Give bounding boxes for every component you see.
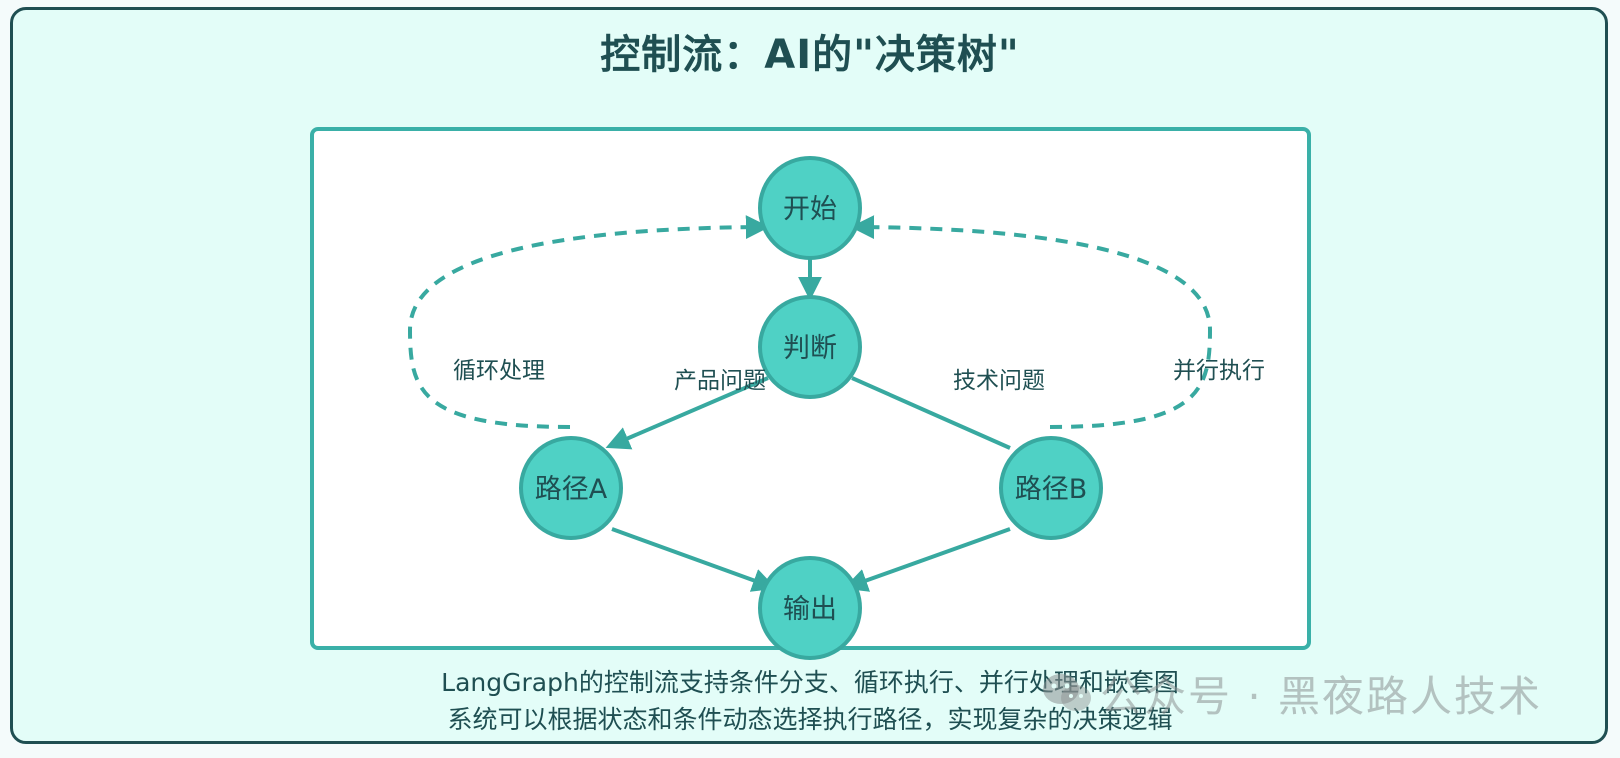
node-path-a-label: 路径A — [535, 474, 608, 505]
node-judge-label: 判断 — [783, 333, 837, 364]
node-output: 输出 — [758, 556, 862, 660]
edge-judge-path-a — [605, 376, 769, 450]
edge-parallel — [850, 215, 1213, 429]
caption-line-1: LangGraph的控制流支持条件分支、循环执行、并行处理和嵌套图 — [441, 668, 1179, 697]
node-start-label: 开始 — [783, 194, 837, 225]
edge-label-tech: 技术问题 — [953, 368, 1045, 394]
edge-judge-path-b — [851, 376, 1011, 450]
node-output-label: 输出 — [783, 594, 837, 625]
page-title: 控制流：AI的"决策树" — [600, 32, 1020, 78]
edge-path-a-output — [611, 527, 777, 592]
edge-label-parallel: 并行执行 — [1173, 358, 1265, 384]
edge-loop — [407, 215, 770, 429]
node-path-a: 路径A — [519, 436, 623, 540]
node-path-b-label: 路径B — [1015, 474, 1088, 505]
edge-label-product: 产品问题 — [674, 368, 766, 394]
caption-line-2: 系统可以根据状态和条件动态选择执行路径，实现复杂的决策逻辑 — [447, 705, 1173, 734]
node-start: 开始 — [758, 156, 862, 260]
edge-path-b-output — [843, 527, 1011, 592]
node-path-b: 路径B — [999, 436, 1103, 540]
node-judge: 判断 — [758, 295, 862, 399]
edge-label-loop: 循环处理 — [453, 358, 545, 384]
